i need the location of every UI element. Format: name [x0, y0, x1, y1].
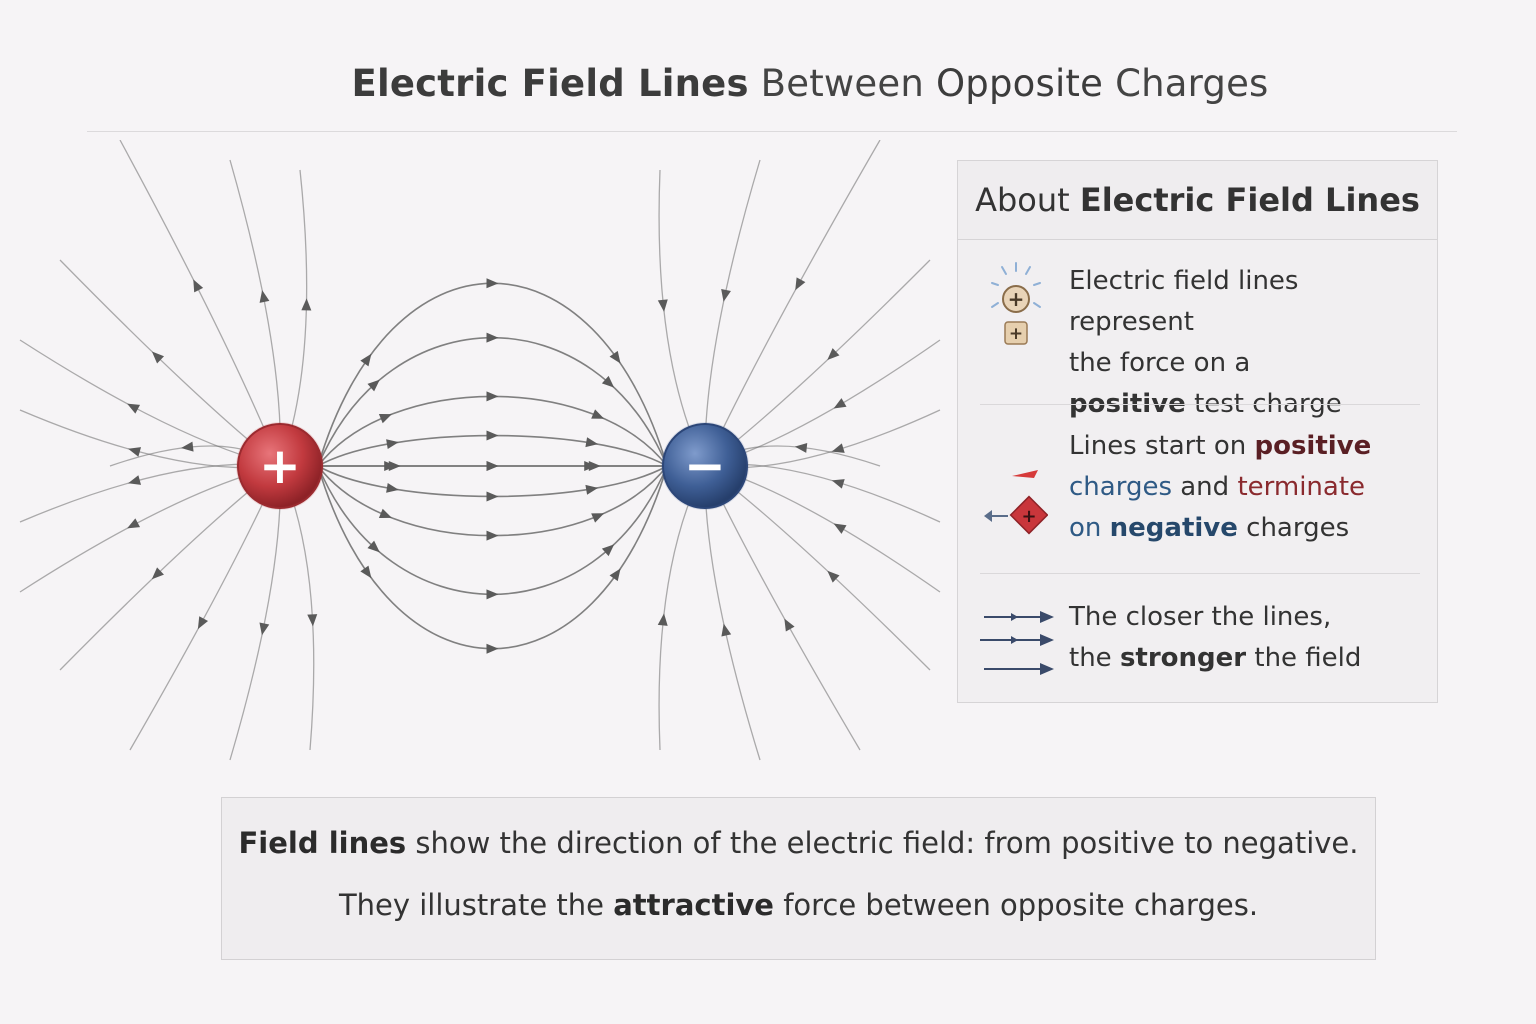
field-arrow — [259, 622, 270, 636]
field-arrow — [181, 441, 194, 452]
field-arrow — [657, 299, 668, 312]
test-charge-icon: + + — [991, 262, 1041, 345]
panel-divider — [980, 404, 1420, 405]
field-arrow — [591, 513, 605, 523]
field-line-inner — [317, 465, 668, 537]
field-arrow — [360, 353, 372, 367]
field-arrow — [831, 479, 845, 489]
field-arrow — [193, 279, 204, 293]
field-line-inner — [317, 465, 668, 498]
field-arrow — [367, 379, 380, 392]
field-arrow — [360, 565, 372, 579]
summary-line-1: Field lines show the direction of the el… — [238, 826, 1359, 860]
field-line-outer — [229, 465, 282, 761]
svg-text:+: + — [1008, 287, 1025, 311]
info-text-force: Electric field lines represent the force… — [1069, 266, 1342, 419]
field-line-outer — [59, 465, 281, 671]
panel-heading: About Electric Field Lines — [958, 161, 1437, 240]
panel-divider — [980, 573, 1420, 574]
field-line-outer — [704, 140, 881, 467]
field-line-diagram: + − — [19, 140, 941, 761]
negative-charge: − — [661, 422, 749, 510]
field-arrow — [386, 439, 399, 450]
field-arrow — [601, 544, 615, 557]
field-arrow — [386, 482, 399, 493]
field-arrow — [301, 298, 312, 311]
field-line-outer — [279, 169, 308, 467]
field-arrow — [833, 398, 847, 409]
field-line-outer — [704, 465, 931, 671]
field-arrow — [601, 375, 615, 388]
field-arrow — [486, 391, 499, 402]
field-arrow — [259, 290, 270, 303]
field-arrow — [307, 614, 318, 627]
field-line-outer — [704, 465, 861, 751]
field-line-outer — [658, 169, 706, 467]
converging-arrows-icon — [980, 611, 1054, 675]
field-line-inner — [317, 434, 668, 467]
field-arrow — [486, 589, 499, 600]
field-arrow — [609, 568, 621, 582]
field-arrow — [197, 616, 209, 630]
field-arrow — [486, 491, 499, 502]
field-arrow — [833, 523, 847, 534]
field-arrow — [486, 332, 499, 343]
field-arrow — [721, 288, 731, 302]
title-divider — [87, 131, 1457, 132]
field-line-outer — [119, 140, 281, 467]
info-text-density: The closer the lines, the stronger the f… — [1069, 602, 1362, 673]
field-line-outer — [704, 465, 761, 761]
field-arrow — [378, 508, 392, 518]
field-arrow — [827, 348, 840, 361]
field-arrow — [378, 414, 392, 424]
field-arrow — [128, 447, 142, 457]
info-panel: About Electric Field Lines + + Electric … — [957, 160, 1438, 703]
field-arrow — [831, 443, 845, 453]
field-line-outer — [59, 259, 281, 467]
field-line-outer — [704, 259, 931, 467]
field-line-inner — [317, 395, 668, 467]
field-arrow — [486, 461, 499, 471]
summary-line-2: They illustrate the attractive force bet… — [338, 888, 1259, 922]
field-arrow — [657, 613, 668, 626]
field-line-inner — [317, 282, 668, 467]
field-arrow — [609, 350, 621, 364]
positive-symbol: + — [259, 437, 301, 495]
field-arrow — [486, 530, 499, 541]
field-arrow — [721, 623, 732, 637]
field-arrow — [795, 277, 806, 291]
field-arrow — [585, 437, 599, 448]
summary-note: Field lines show the direction of the el… — [221, 797, 1376, 960]
field-arrow — [384, 461, 397, 471]
field-arrow — [486, 643, 499, 654]
field-arrow — [127, 518, 141, 529]
info-text-start-end: Lines start on positive charges and term… — [1069, 431, 1372, 543]
field-arrow — [367, 540, 380, 553]
field-arrow — [591, 409, 605, 419]
svg-text:+: + — [1021, 506, 1036, 527]
page-title: Electric Field Lines Between Opposite Ch… — [351, 62, 1269, 105]
field-line-outer — [229, 159, 282, 467]
field-arrows — [127, 277, 847, 654]
field-arrow — [794, 442, 808, 453]
field-arrow — [827, 570, 840, 583]
field-arrow — [128, 475, 142, 485]
negative-symbol: − — [684, 437, 726, 495]
field-arrow — [151, 351, 165, 364]
field-arrow — [151, 567, 164, 580]
field-arrow — [588, 461, 601, 471]
field-arrow — [585, 484, 599, 495]
svg-text:+: + — [1009, 324, 1023, 344]
field-arrow — [127, 403, 141, 414]
field-line-outer — [129, 465, 281, 751]
field-arrow — [486, 430, 499, 441]
field-arrow — [486, 278, 499, 289]
charge-arrow-icon: + — [984, 470, 1048, 535]
positive-charge: + — [236, 422, 324, 510]
field-line-inner — [317, 465, 668, 650]
field-line-outer — [704, 159, 761, 467]
field-arrow — [784, 618, 795, 632]
